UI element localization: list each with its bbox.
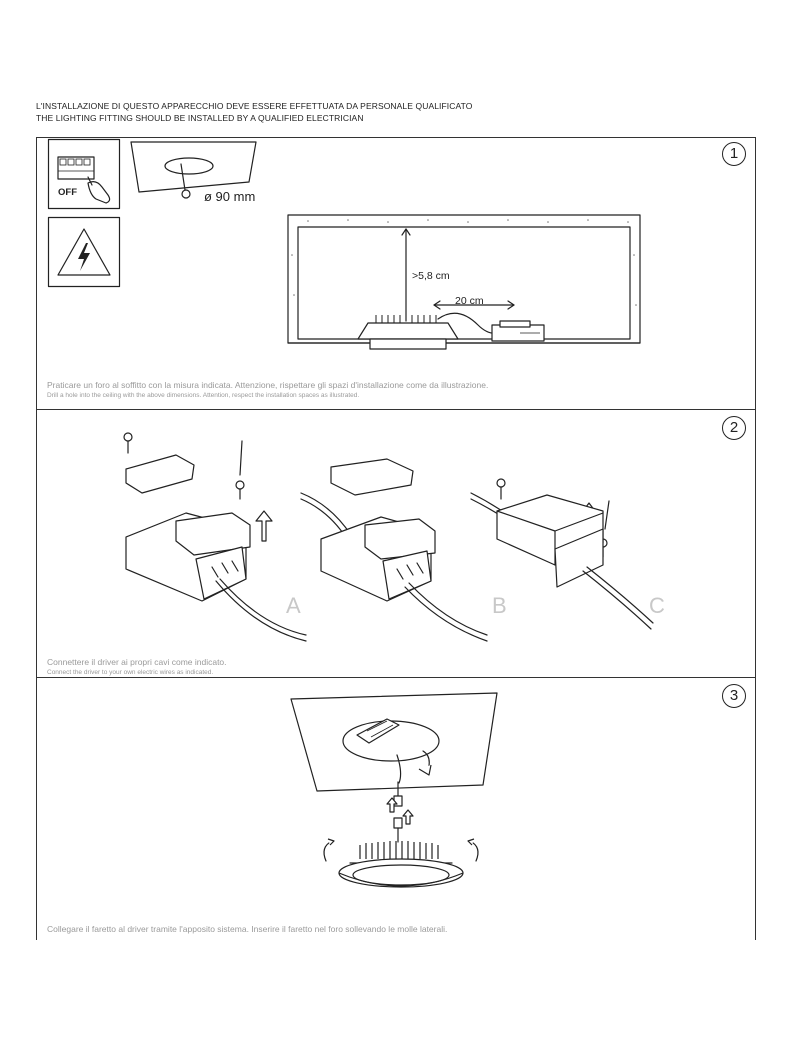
distance-dimension-label: 20 cm bbox=[455, 295, 484, 307]
ceiling-panel-illustration bbox=[290, 692, 498, 792]
frame-right-rule bbox=[755, 137, 756, 940]
step-1-caption-english: Drill a hole into the ceiling with the a… bbox=[47, 392, 360, 399]
step-2-caption: Connettere il driver ai propri cavi come… bbox=[47, 657, 227, 677]
ceiling-cross-section bbox=[287, 214, 641, 350]
illustration-label-a: A bbox=[286, 593, 301, 618]
warning-english: THE LIGHTING FITTING SHOULD BE INSTALLED… bbox=[36, 113, 364, 123]
electric-hazard-icon bbox=[47, 216, 121, 288]
step-2-caption-english: Connect the driver to your own electric … bbox=[47, 669, 214, 676]
step-2-caption-italian: Connettere il driver ai propri cavi come… bbox=[47, 657, 227, 667]
illustration-label-c: C bbox=[649, 593, 665, 618]
illustration-label-b: B bbox=[492, 593, 507, 618]
driver-illustration-c bbox=[470, 478, 654, 630]
spotlight-illustration bbox=[323, 838, 479, 888]
breaker-off-icon bbox=[47, 138, 121, 210]
divider-step1-step2 bbox=[36, 409, 755, 410]
divider-step2-step3 bbox=[36, 677, 755, 678]
step-number-2: 2 bbox=[722, 416, 746, 440]
frame-top-rule bbox=[36, 137, 755, 138]
driver-illustration-a bbox=[123, 432, 307, 642]
instruction-sheet: 1 OFF ø 90 mm bbox=[36, 137, 756, 940]
ceiling-hole-illustration bbox=[130, 141, 257, 199]
hole-diameter-label: ø 90 mm bbox=[204, 189, 256, 204]
off-label: OFF bbox=[58, 187, 77, 198]
step-3-caption: Collegare il faretto al driver tramite l… bbox=[47, 924, 447, 935]
step-1-caption: Praticare un foro al soffitto con la mis… bbox=[47, 380, 488, 400]
step-1-caption-italian: Praticare un foro al soffitto con la mis… bbox=[47, 380, 489, 390]
height-dimension-label: >5,8 cm bbox=[412, 270, 450, 282]
connector-illustration bbox=[386, 781, 414, 843]
step-number-1: 1 bbox=[722, 142, 746, 166]
warning-italian: L'INSTALLAZIONE DI QUESTO APPARECCHIO DE… bbox=[36, 101, 473, 111]
step-number-3: 3 bbox=[722, 684, 746, 708]
frame-left-rule bbox=[36, 137, 37, 940]
step-3-caption-italian: Collegare il faretto al driver tramite l… bbox=[47, 924, 448, 934]
installation-warning: L'INSTALLAZIONE DI QUESTO APPARECCHIO DE… bbox=[36, 100, 472, 124]
driver-illustration-b bbox=[300, 458, 488, 642]
